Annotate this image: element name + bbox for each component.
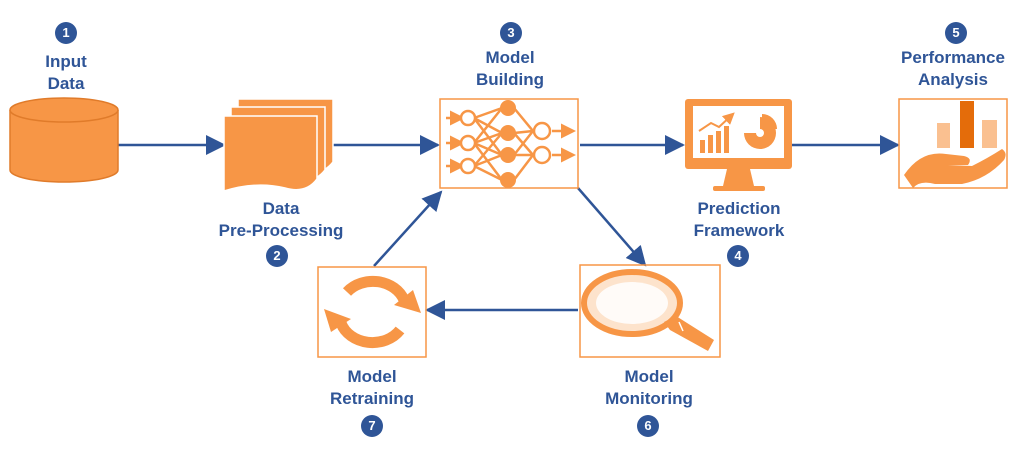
step-badge-1: 1 — [55, 22, 77, 44]
step-badge-3: 3 — [500, 22, 522, 44]
label-line: Model — [347, 367, 397, 386]
label-line: Framework — [693, 221, 785, 240]
label-line: Model — [485, 48, 535, 67]
model-retraining-label: Model Retraining — [309, 366, 435, 410]
input-data-label: Input Data — [14, 51, 118, 95]
arrow-retraining-to-building — [373, 190, 443, 267]
prediction-framework-label: Prediction Framework — [674, 198, 804, 242]
performance-analysis-label: Performance Analysis — [887, 47, 1019, 91]
pre-processing-label: Data Pre-Processing — [206, 198, 356, 242]
label-line: Prediction — [697, 199, 781, 218]
label-line: Model — [624, 367, 674, 386]
neural-network-icon — [439, 98, 579, 189]
label-line: Data — [262, 199, 300, 218]
refresh-cycle-icon — [317, 266, 427, 358]
step-badge-4: 4 — [727, 245, 749, 267]
hand-bar-chart-icon — [898, 98, 1008, 189]
label-line: Monitoring — [605, 389, 693, 408]
connector-arrows — [118, 135, 900, 320]
arrow-building-to-monitoring — [577, 187, 647, 267]
label-line: Data — [47, 74, 85, 93]
label-line: Analysis — [918, 70, 988, 89]
documents-icon — [223, 98, 334, 193]
step-badge-2: 2 — [266, 245, 288, 267]
magnifier-icon — [579, 264, 721, 358]
label-line: Pre-Processing — [218, 221, 344, 240]
label-line: Retraining — [329, 389, 415, 408]
label-line: Input — [45, 52, 87, 71]
model-monitoring-label: Model Monitoring — [584, 366, 714, 410]
step-badge-6: 6 — [637, 415, 659, 437]
monitor-chart-icon — [685, 99, 792, 191]
step-badge-5: 5 — [945, 22, 967, 44]
label-line: Building — [476, 70, 544, 89]
step-badge-7: 7 — [361, 415, 383, 437]
database-icon — [9, 97, 119, 183]
model-building-label: Model Building — [460, 47, 560, 91]
label-line: Performance — [901, 48, 1005, 67]
